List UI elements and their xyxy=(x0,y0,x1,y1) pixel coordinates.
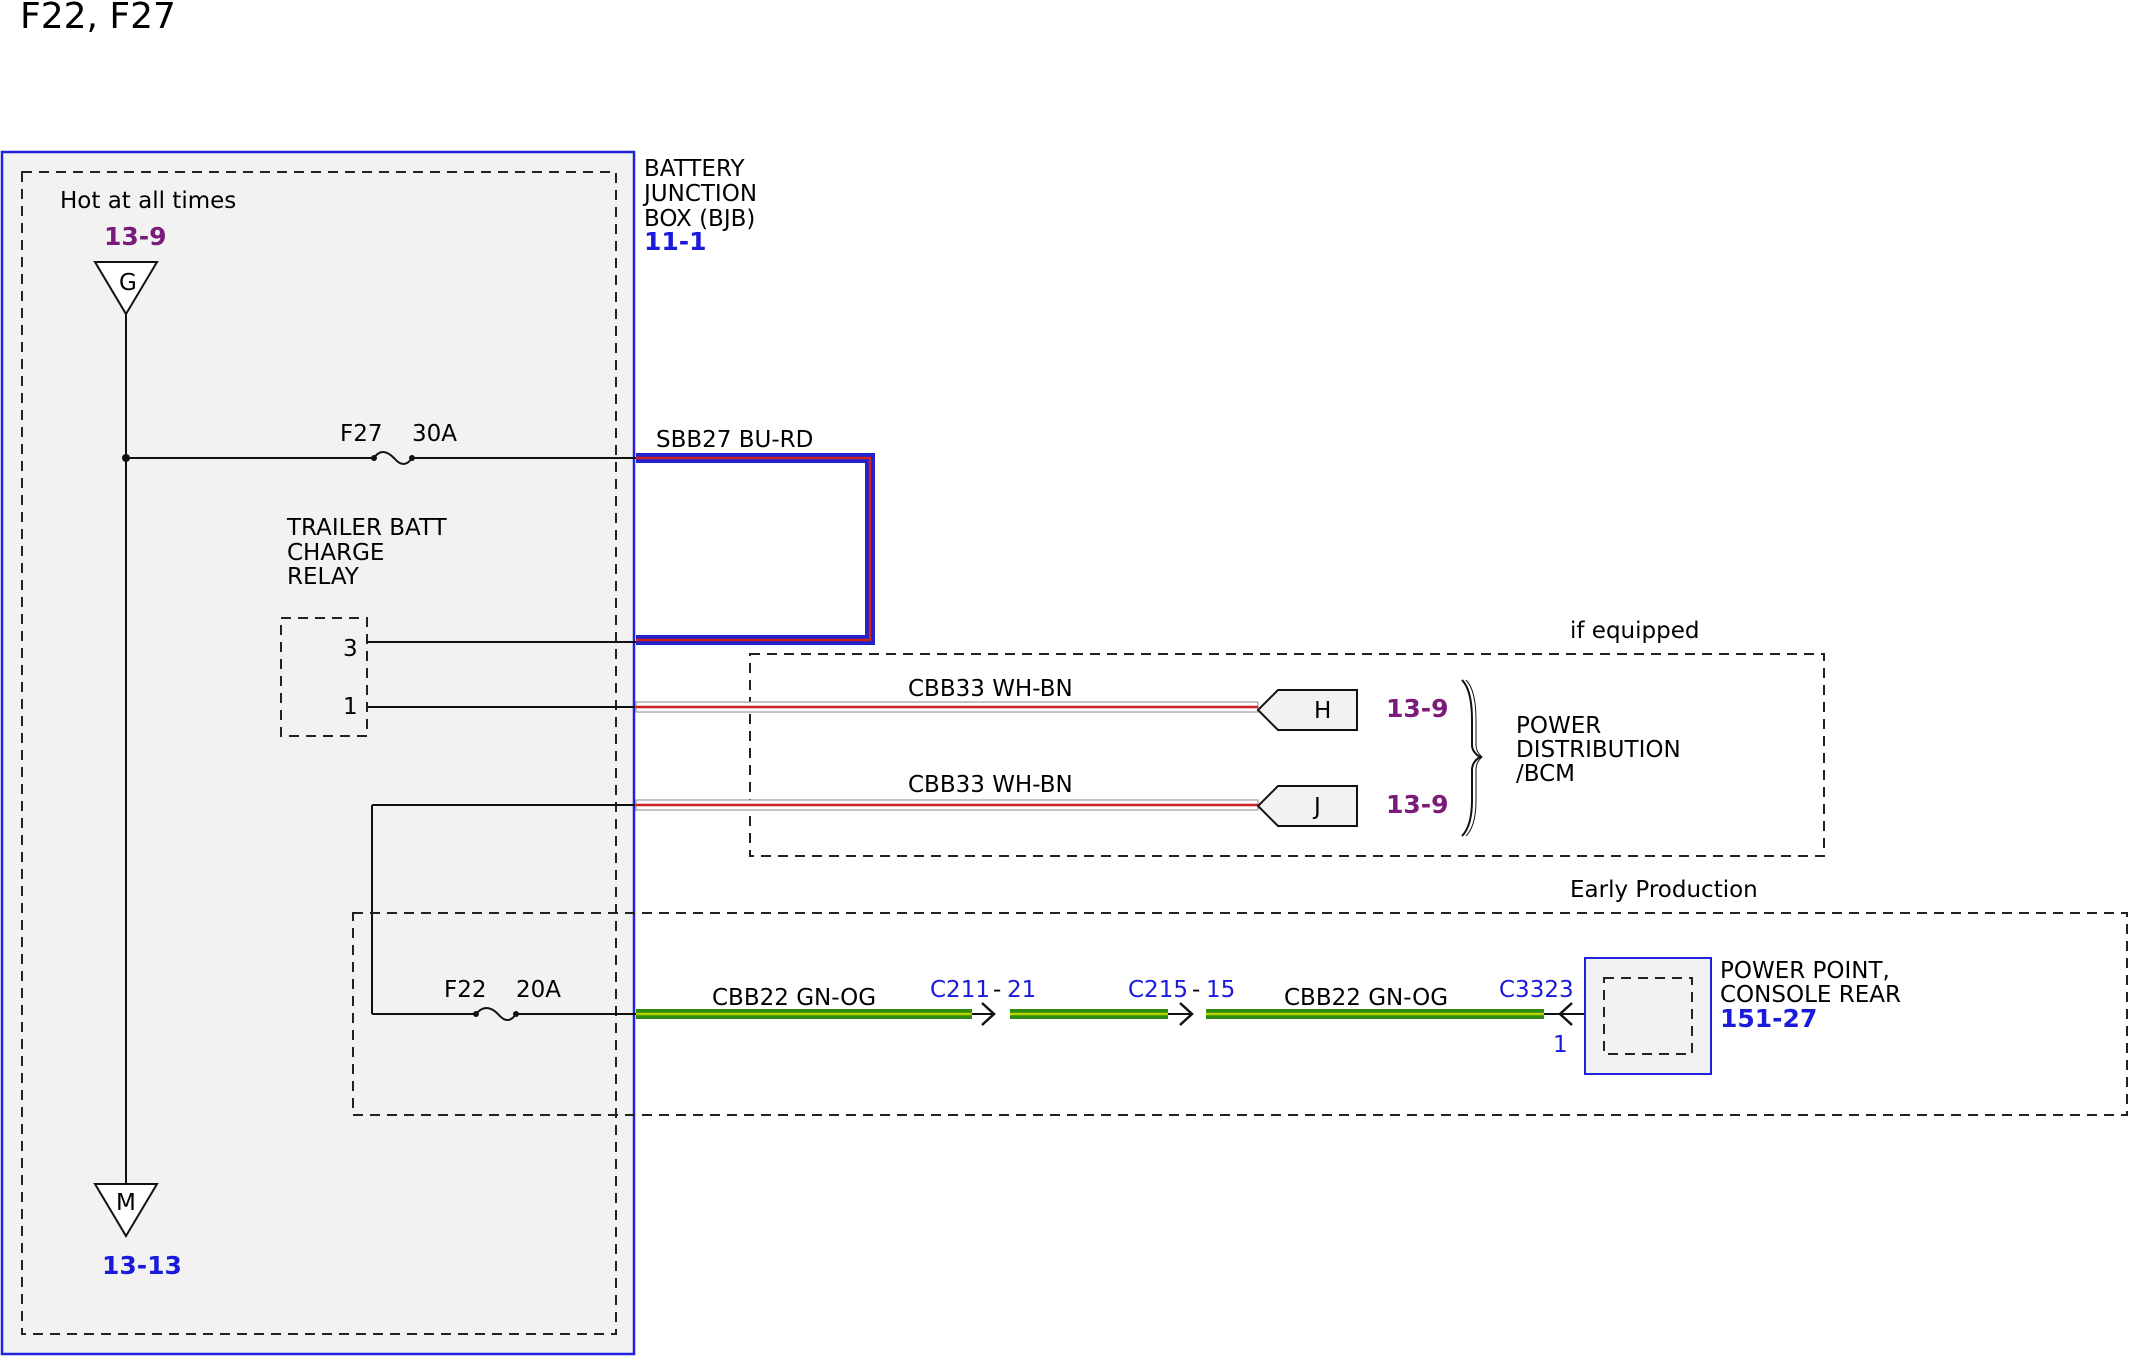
connector-h[interactable] xyxy=(1256,689,1358,731)
early-production-label: Early Production xyxy=(1570,877,1758,903)
c215-label[interactable]: C215 xyxy=(1128,977,1188,1003)
bjb-box xyxy=(0,150,636,1356)
c215-pin: 15 xyxy=(1206,977,1235,1003)
sbb27-wire xyxy=(636,453,875,645)
if-equipped-region xyxy=(749,653,1825,857)
power-point-label-line2: CONSOLE REAR xyxy=(1720,982,1901,1008)
cbb33-lower-wire-label: CBB33 WH-BN xyxy=(908,772,1073,798)
page-title: F22, F27 xyxy=(20,0,176,37)
connector-m-triangle xyxy=(93,1183,159,1238)
bjb-inner-dashed-box xyxy=(21,171,617,1335)
bjb-ref[interactable]: 11-1 xyxy=(644,227,707,256)
connector-j-label: J xyxy=(1312,794,1321,820)
connector-g-triangle xyxy=(93,261,159,316)
early-production-region xyxy=(352,912,2128,1116)
bjb-label-line2: JUNCTION xyxy=(642,181,757,207)
cbb33-upper-wire-label: CBB33 WH-BN xyxy=(908,676,1073,702)
relay-label-line1: TRAILER BATT xyxy=(286,515,448,541)
relay-pin-3: 3 xyxy=(343,636,358,662)
connector-j[interactable] xyxy=(1256,785,1358,827)
power-point-label-line1: POWER POINT, xyxy=(1720,958,1890,984)
trailer-batt-charge-relay[interactable] xyxy=(280,617,368,737)
f22-fuse-symbol xyxy=(475,1007,517,1021)
cbb22-wire-left-label: CBB22 GN-OG xyxy=(712,985,876,1011)
f22-rating: 20A xyxy=(516,977,561,1003)
power-distribution-brace-shade xyxy=(1465,679,1483,837)
if-equipped-label: if equipped xyxy=(1570,618,1699,644)
power-distribution-label-line3: /BCM xyxy=(1516,761,1575,787)
f27-rating: 30A xyxy=(412,421,457,447)
cbb22-wire-right-label: CBB22 GN-OG xyxy=(1284,985,1448,1011)
relay-label-line3: RELAY xyxy=(287,564,360,590)
connector-j-ref[interactable]: 13-9 xyxy=(1386,790,1449,819)
c211-pin: 21 xyxy=(1007,977,1036,1003)
connector-h-ref[interactable]: 13-9 xyxy=(1386,694,1449,723)
connector-h-label: H xyxy=(1314,698,1331,724)
relay-label-line2: CHARGE xyxy=(287,540,384,566)
hot-at-all-times-label: Hot at all times xyxy=(60,188,236,214)
c215-sep: - xyxy=(1192,977,1200,1003)
power-distribution-brace xyxy=(1461,679,1482,837)
power-point-inner-dashed xyxy=(1603,977,1693,1055)
power-distribution-label-line2: DISTRIBUTION xyxy=(1516,737,1681,763)
f27-name: F27 xyxy=(340,421,383,447)
power-distribution-label-line1: POWER xyxy=(1516,713,1601,739)
bottom-ref-13-13[interactable]: 13-13 xyxy=(102,1251,182,1280)
f27-fuse-symbol xyxy=(373,451,413,465)
c3323-pin: 1 xyxy=(1553,1032,1568,1058)
top-ref-13-9[interactable]: 13-9 xyxy=(104,222,167,251)
bjb-label-line3: BOX (BJB) xyxy=(644,206,755,232)
f22-name: F22 xyxy=(444,977,487,1003)
c211-sep: - xyxy=(993,977,1001,1003)
connector-g-label: G xyxy=(119,270,137,296)
sbb27-wire-label: SBB27 BU-RD xyxy=(656,427,813,453)
connector-m-label: M xyxy=(116,1190,136,1216)
relay-pin-1: 1 xyxy=(343,694,358,720)
sbb27-wire-stripe xyxy=(636,456,872,642)
power-point-ref[interactable]: 151-27 xyxy=(1720,1004,1817,1033)
c3323-label[interactable]: C3323 xyxy=(1499,977,1574,1003)
c211-label[interactable]: C211 xyxy=(930,977,990,1003)
bjb-label-line1: BATTERY xyxy=(644,156,745,182)
